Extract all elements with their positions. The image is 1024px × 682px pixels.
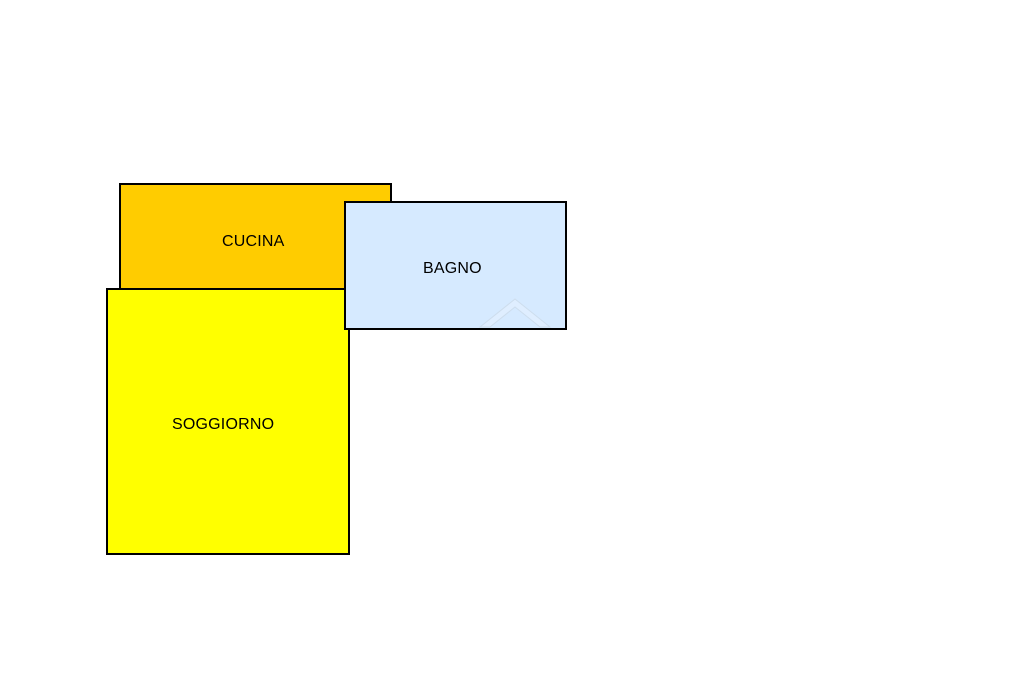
- room-soggiorno: [106, 288, 350, 555]
- room-bagno: [344, 201, 567, 330]
- room-label-soggiorno: SOGGIORNO: [172, 416, 275, 433]
- room-label-cucina: CUCINA: [222, 233, 285, 250]
- room-label-bagno: BAGNO: [423, 260, 482, 277]
